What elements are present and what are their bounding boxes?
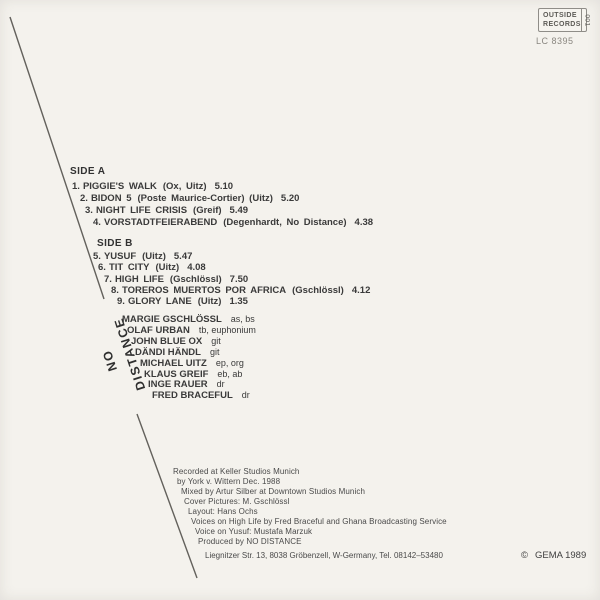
musician-row: OLAF URBAN tb, euphonium [127, 325, 256, 336]
diagonal-rule-lower [136, 413, 198, 579]
track-number: 9. [117, 296, 125, 307]
track-time: 1.35 [229, 296, 248, 307]
track-credit: (Poste Maurice-Cortier) (Uitz) [137, 193, 273, 204]
track-title: TIT CITY [108, 262, 150, 273]
track-credit: (Ox, Uitz) [162, 181, 207, 192]
musician-name: JOHN BLUE OX [131, 336, 203, 347]
musician-instruments: tb, euphonium [198, 325, 256, 335]
credit-line: Recorded at Keller Studios Munich [173, 467, 300, 476]
label-address: Liegnitzer Str. 13, 8038 Gröbenzell, W-G… [205, 551, 443, 560]
track-title: HIGH LIFE [114, 274, 164, 285]
credit-line: Layout: Hans Ochs [188, 507, 258, 516]
side-b-header: SIDE B [97, 238, 133, 249]
track-number: 4. [93, 217, 101, 228]
catalog-number: 001 [583, 13, 591, 27]
track-credit: (Uitz) [155, 262, 180, 273]
track-row: 2.BIDON 5 (Poste Maurice-Cortier) (Uitz) 5… [80, 193, 299, 204]
track-title: BIDON 5 [90, 193, 132, 204]
musician-instruments: dr [241, 390, 250, 400]
diagonal-rule-upper [9, 16, 105, 300]
track-row: 9.GLORY LANE (Uitz) 1.35 [117, 296, 248, 307]
track-credit: (Gschlössl) [169, 274, 222, 285]
credit-line: Cover Pictures: M. Gschlössl [184, 497, 290, 506]
credit-line: Voices on High Life by Fred Braceful and… [191, 517, 447, 526]
musician-name: KLAUS GREIF [144, 369, 209, 380]
musician-name: INGE RAUER [148, 379, 208, 390]
track-row: 3.NIGHT LIFE CRISIS (Greif) 5.49 [85, 205, 248, 216]
track-time: 4.08 [187, 262, 206, 273]
track-title: YUSUF [103, 251, 137, 262]
musician-name: OLAF URBAN [127, 325, 190, 336]
musician-instruments: eb, ab [217, 369, 243, 379]
track-time: 5.49 [229, 205, 249, 216]
side-a-header: SIDE A [70, 166, 106, 177]
track-number: 6. [98, 262, 106, 273]
record-label-box: OUTSIDE RECORDS 001 [538, 8, 591, 32]
musician-row: DÄNDI HÄNDL git [135, 347, 219, 358]
track-title: NIGHT LIFE CRISIS [95, 205, 188, 216]
musician-row: INGE RAUER dr [148, 379, 225, 390]
track-number: 2. [80, 193, 88, 204]
musician-instruments: git [211, 336, 221, 346]
track-row: 8.TOREROS MUERTOS POR AFRICA (Gschlössl) 4… [111, 285, 370, 296]
musician-instruments: git [209, 347, 220, 357]
credit-line: by York v. Wittern Dec. 1988 [177, 477, 281, 486]
track-number: 8. [111, 285, 119, 296]
musician-row: KLAUS GREIF eb, ab [144, 369, 242, 380]
track-time: 4.38 [354, 217, 374, 228]
musician-row: FRED BRACEFUL dr [152, 390, 250, 401]
track-title: PIGGIE'S WALK [82, 181, 157, 192]
record-label-name-line1: OUTSIDE [543, 11, 577, 19]
musician-row: MARGIE GSCHLÖSSL as, bs [122, 314, 255, 325]
track-time: 4.12 [351, 285, 371, 296]
track-row: 4.VORSTADTFEIERABEND (Degenhardt, No Dist… [93, 217, 373, 228]
record-label-name: OUTSIDE RECORDS [539, 9, 581, 31]
credit-line: Mixed by Artur Silber at Downtown Studio… [181, 487, 365, 496]
track-credit: (Gschlössl) [292, 285, 344, 296]
lc-code: LC 8395 [536, 36, 574, 46]
musician-name: FRED BRACEFUL [152, 390, 233, 401]
track-time: 7.50 [229, 274, 249, 285]
track-time: 5.10 [214, 181, 234, 192]
track-row: 6.TIT CITY (Uitz) 4.08 [98, 262, 206, 273]
track-time: 5.47 [173, 251, 193, 262]
track-number: 5. [93, 251, 101, 262]
track-number: 1. [72, 181, 80, 192]
track-number: 7. [104, 274, 112, 285]
track-credit: (Uitz) [142, 251, 166, 262]
copyright-icon: © [521, 550, 528, 561]
track-credit: (Degenhardt, No Distance) [223, 217, 347, 228]
track-row: 5.YUSUF (Uitz) 5.47 [93, 251, 192, 262]
track-credit: (Uitz) [197, 296, 222, 307]
credit-line: Produced by NO DISTANCE [198, 537, 302, 546]
track-title: TOREROS MUERTOS POR AFRICA [121, 285, 287, 296]
musician-instruments: dr [216, 379, 225, 389]
catalog-number-cell: 001 [580, 9, 593, 31]
musician-row: MICHAEL UITZ ep, org [140, 358, 244, 369]
rights-text: GEMA 1989 [535, 550, 587, 561]
record-label-name-line2: RECORDS [543, 21, 581, 28]
musician-instruments: ep, org [215, 358, 244, 368]
track-title: VORSTADTFEIERABEND [103, 217, 218, 228]
musician-name: DÄNDI HÄNDL [135, 347, 201, 358]
musician-instruments: as, bs [230, 314, 255, 324]
musician-name: MARGIE GSCHLÖSSL [122, 314, 222, 325]
track-row: 1.PIGGIE'S WALK (Ox, Uitz) 5.10 [72, 181, 233, 192]
track-credit: (Greif) [193, 205, 222, 216]
track-number: 3. [85, 205, 93, 216]
musician-name: MICHAEL UITZ [140, 358, 207, 369]
track-time: 5.20 [280, 193, 300, 204]
credit-line: Voice on Yusuf: Mustafa Marzuk [195, 527, 313, 536]
track-row: 7.HIGH LIFE (Gschlössl) 7.50 [104, 274, 248, 285]
musician-row: JOHN BLUE OX git [131, 336, 221, 347]
track-title: GLORY LANE [127, 296, 192, 307]
rights-notice: © GEMA 1989 [521, 550, 586, 561]
